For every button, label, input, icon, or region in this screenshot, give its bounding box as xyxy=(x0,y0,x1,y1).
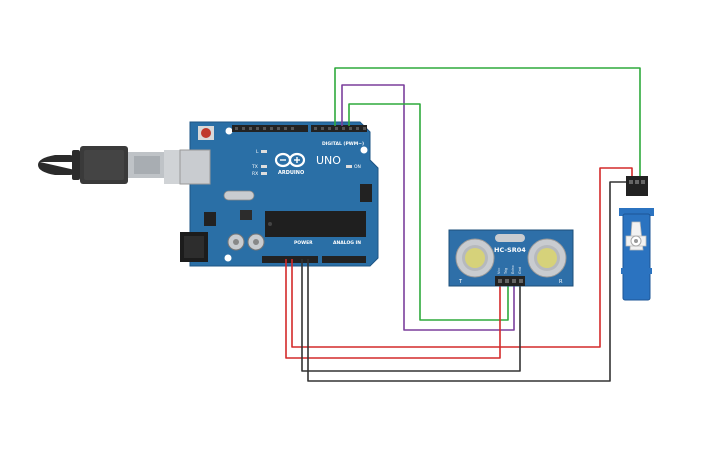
digital-pin-header[interactable] xyxy=(232,125,367,132)
sensor-pin-label: Gnd xyxy=(518,267,522,274)
digital-header-label: DIGITAL (PWM~) xyxy=(322,141,364,147)
digital-pin[interactable] xyxy=(270,127,273,130)
digital-pin[interactable] xyxy=(335,127,338,130)
wire-purple-sensor-trig[interactable] xyxy=(341,84,515,331)
digital-pin[interactable] xyxy=(277,127,280,130)
wire-green-sensor-echo[interactable] xyxy=(348,103,509,321)
digital-pin[interactable] xyxy=(349,127,352,130)
digital-pin[interactable] xyxy=(235,127,238,130)
board-brand-label: ARDUINO xyxy=(278,170,304,176)
led-label-l: L xyxy=(256,149,259,155)
on-label: ON xyxy=(354,164,361,170)
board-model-label: UNO xyxy=(316,154,341,167)
micro-servo[interactable] xyxy=(619,176,654,301)
mounting-hole xyxy=(225,127,233,135)
digital-pin[interactable] xyxy=(291,127,294,130)
mounting-hole xyxy=(224,254,232,262)
arduino-uno-board[interactable]: L TX RX ON UNO ARDUINO DIGITAL (PWM~) xyxy=(179,121,379,267)
analog-pin-header[interactable] xyxy=(322,256,366,263)
sensor-model-label: HC-SR04 xyxy=(494,246,526,254)
digital-pin[interactable] xyxy=(314,127,317,130)
sensor-left-mark: T xyxy=(458,279,463,285)
digital-pin[interactable] xyxy=(356,127,359,130)
wire-red-sensor-vcc[interactable] xyxy=(285,259,501,359)
wire-red-servo-power[interactable] xyxy=(291,167,633,348)
digital-pin[interactable] xyxy=(342,127,345,130)
analog-header-label: ANALOG IN xyxy=(333,240,361,246)
atmega-chip xyxy=(265,211,366,237)
wire-black-sensor-gnd[interactable] xyxy=(301,259,521,372)
sensor-pin-header[interactable] xyxy=(495,276,525,286)
digital-pin[interactable] xyxy=(256,127,259,130)
digital-pin[interactable] xyxy=(242,127,245,130)
usb-cable[interactable] xyxy=(38,146,194,184)
sensor-pin-label: Trig xyxy=(504,268,508,275)
icsp-header xyxy=(360,184,372,202)
digital-pin[interactable] xyxy=(328,127,331,130)
power-header-label: POWER xyxy=(294,240,313,246)
digital-pin[interactable] xyxy=(263,127,266,130)
servo-horn-icon[interactable] xyxy=(625,221,647,251)
arduino-logo-icon xyxy=(274,152,306,168)
sensor-right-mark: R xyxy=(559,279,563,285)
led-label-rx: RX xyxy=(252,171,258,177)
sensor-pin-label: Echo xyxy=(511,266,515,275)
receiver-icon xyxy=(527,238,567,278)
wire-black-servo-gnd[interactable] xyxy=(307,181,626,382)
power-pin-header[interactable] xyxy=(262,256,318,263)
digital-pin[interactable] xyxy=(249,127,252,130)
transmitter-icon xyxy=(455,238,495,278)
digital-pin[interactable] xyxy=(284,127,287,130)
reset-button[interactable] xyxy=(198,126,214,140)
digital-pin[interactable] xyxy=(321,127,324,130)
led-label-tx: TX xyxy=(251,164,258,170)
mounting-hole xyxy=(360,146,368,154)
wire-green-servo-signal[interactable] xyxy=(334,67,641,178)
digital-pin[interactable] xyxy=(363,127,366,130)
sensor-pin-label: Vcc xyxy=(497,268,501,274)
